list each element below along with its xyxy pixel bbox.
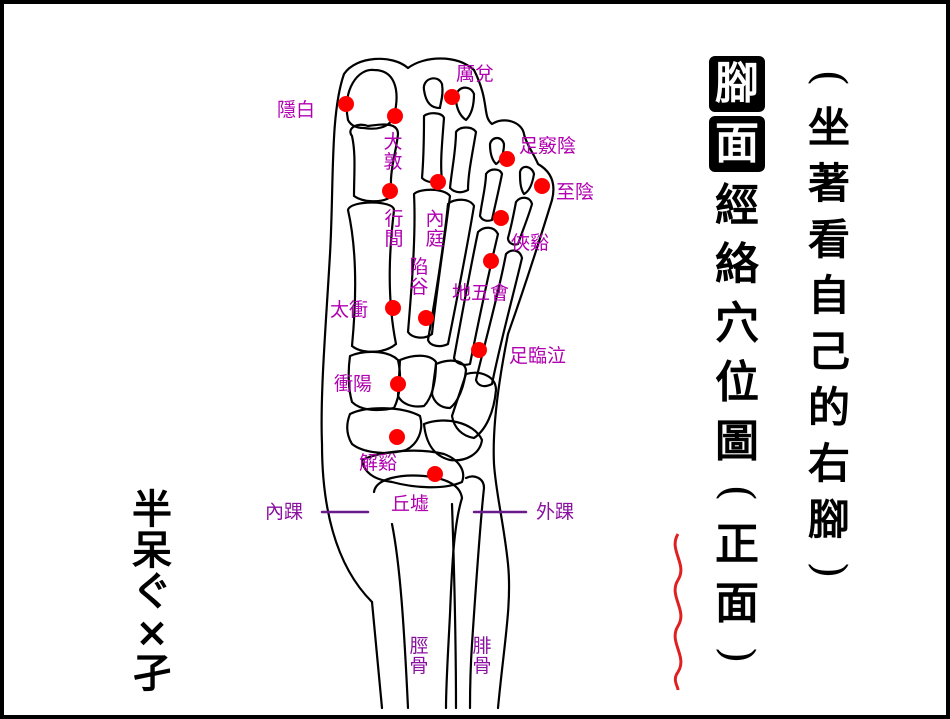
point-xingjian	[382, 183, 398, 199]
author-char: 孑	[132, 651, 172, 697]
point-neiting	[430, 174, 446, 190]
point-taichong	[385, 300, 401, 316]
point-chongyang	[390, 376, 406, 392]
talus	[360, 449, 465, 489]
subtitle-column: ( 坐 著 看 自 己 的 右 腳 )	[794, 56, 864, 592]
big-toe-proximal	[349, 123, 400, 203]
title-main-column: 腳 面 經 絡 穴 位 圖 ( 正 面 )	[697, 56, 777, 677]
title-char: 絡	[715, 239, 759, 290]
subtitle-char: 著	[807, 159, 850, 208]
subtitle-char: 己	[807, 327, 850, 376]
point-jiexi	[389, 429, 405, 445]
label-inner-ankle: 內踝	[265, 501, 304, 523]
metatarsal-1	[346, 201, 398, 353]
author-signature: 半 呆 ぐ × 孑	[122, 490, 182, 695]
subtitle-paren-close: )	[804, 561, 855, 579]
view-char: 面	[715, 578, 759, 629]
subtitle-char: 右	[807, 439, 850, 488]
label-lidui: 厲兌	[456, 63, 495, 85]
title-bracket-char-1: 腳	[709, 56, 765, 112]
label-qiuxu: 丘墟	[391, 493, 430, 515]
acupoint-markers	[338, 89, 550, 482]
label-yinbai: 隱白	[277, 99, 316, 121]
label-jiexi: 解谿	[359, 452, 398, 474]
label-dadun: 大敦	[383, 131, 403, 173]
subtitle-char: 自	[807, 271, 850, 320]
label-xiangu: 陷谷	[409, 256, 429, 298]
foot-skeleton-drawing	[320, 57, 683, 710]
subtitle-paren-open: (	[804, 69, 855, 87]
point-zuqiaoyin	[499, 151, 515, 167]
label-diwuhui: 地五會	[452, 282, 510, 304]
label-fibula: 腓骨	[472, 635, 492, 677]
point-xiaxi	[493, 210, 509, 226]
label-outer-ankle: 外踝	[536, 501, 575, 523]
subtitle-char: 的	[807, 383, 850, 432]
view-char: 正	[715, 519, 759, 570]
navicular	[346, 407, 423, 454]
point-diwuhui	[483, 253, 499, 269]
fibula	[464, 475, 486, 710]
title-bracket-char-2: 面	[709, 116, 765, 172]
point-lidui	[444, 89, 460, 105]
cuboid	[450, 371, 498, 440]
subtitle-char: 坐	[807, 103, 850, 152]
label-neiting: 內庭	[425, 208, 445, 250]
point-zhiyin	[534, 178, 550, 194]
label-zuqiaoyin: 足竅陰	[519, 135, 577, 157]
subtitle-char: 腳	[807, 495, 850, 544]
label-taichong: 太衝	[330, 299, 369, 321]
subtitle-char: 看	[807, 215, 850, 264]
author-char: 半	[132, 487, 172, 533]
label-chongyang: 衝陽	[334, 373, 373, 395]
point-dadun	[387, 108, 403, 124]
title-char: 經	[715, 180, 759, 231]
diagram-canvas: 隱白 大敦 厲兌 足竅陰 至陰 行間 內庭 俠谿 陷谷 地五會 太衝 足臨泣 衝…	[4, 4, 946, 715]
title-char: 位	[715, 357, 759, 408]
point-zulinqi	[471, 342, 487, 358]
point-yinbai	[338, 96, 354, 112]
title-char: 穴	[715, 298, 759, 349]
author-char: ぐ	[132, 569, 172, 615]
author-char: ×	[135, 610, 169, 656]
view-paren-open: (	[712, 484, 763, 502]
point-xiangu	[418, 310, 434, 326]
point-qiuxu	[427, 466, 443, 482]
label-zhiyin: 至陰	[556, 181, 595, 203]
author-char: 呆	[132, 528, 172, 574]
tibia	[372, 474, 464, 710]
title-char: 圖	[715, 416, 759, 467]
decorative-wave	[673, 533, 683, 691]
foot-outline	[320, 57, 555, 710]
label-xiaxi: 俠谿	[511, 232, 550, 254]
label-tibia: 脛骨	[409, 635, 429, 677]
label-xingjian: 行間	[384, 208, 404, 250]
label-zulinqi: 足臨泣	[509, 345, 567, 367]
view-paren-close: )	[712, 646, 763, 664]
